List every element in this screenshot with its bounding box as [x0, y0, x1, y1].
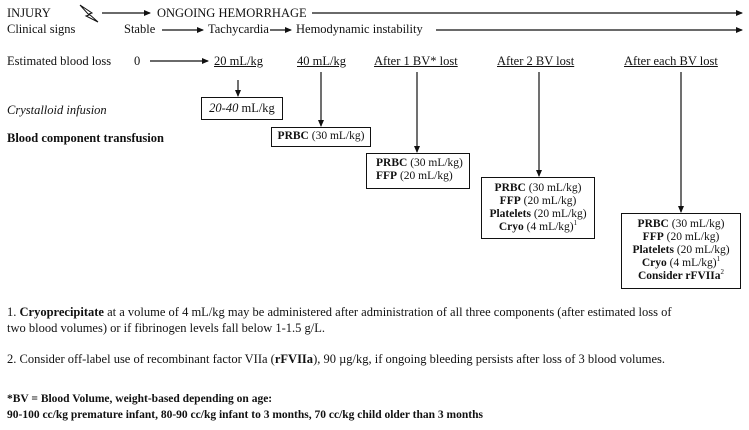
blood-loss-stage-40: 40 mL/kg: [297, 54, 346, 68]
transfusion-box-1bv: PRBC (30 mL/kg) FFP (20 mL/kg): [366, 153, 470, 189]
platelets-label: Platelets: [489, 208, 531, 220]
ffp-label: FFP: [642, 231, 664, 243]
estimated-blood-loss-label: Estimated blood loss: [7, 54, 112, 68]
injury-label: INJURY: [7, 6, 51, 20]
ffp-dose: (20 mL/kg): [666, 231, 720, 243]
footnote-2: 2. Consider off-label use of recombinant…: [7, 352, 747, 368]
footnote-2-prefix: 2. Consider off-label use of recombinant…: [7, 352, 275, 366]
ffp-label: FFP: [376, 170, 398, 182]
footnote-1-line1: at a volume of 4 mL/kg may be administer…: [103, 305, 672, 319]
prbc-dose: (30 mL/kg): [671, 218, 725, 230]
prbc-label: PRBC: [376, 157, 408, 169]
blood-component-transfusion-label: Blood component transfusion: [7, 131, 164, 145]
prbc-label: PRBC: [494, 182, 526, 194]
ffp-dose: (20 mL/kg): [523, 195, 577, 207]
footnote-1-number: 1.: [7, 305, 20, 319]
bv-definition-detail: 90-100 cc/kg premature infant, 80-90 cc/…: [7, 409, 483, 421]
transfusion-box-each-bv: PRBC (30 mL/kg) FFP (20 mL/kg) Platelets…: [621, 213, 741, 289]
footnote-1: 1. Cryoprecipitate at a volume of 4 mL/k…: [7, 305, 747, 336]
ongoing-hemorrhage-label: ONGOING HEMORRHAGE: [157, 6, 307, 20]
footnote-1-line2: two blood volumes) or if fibrinogen leve…: [7, 320, 325, 335]
hemodynamic-instability-label: Hemodynamic instability: [296, 22, 423, 36]
platelets-dose: (20 mL/kg): [676, 244, 730, 256]
blood-loss-stage-20: 20 mL/kg: [214, 54, 263, 68]
rfviia-footnote: 2: [720, 268, 725, 277]
cryo-dose: (4 mL/kg): [526, 221, 574, 233]
footnote-1-term: Cryoprecipitate: [19, 305, 104, 319]
ffp-label: FFP: [499, 195, 521, 207]
bv-definition-title: *BV = Blood Volume, weight-based dependi…: [7, 393, 273, 405]
stable-label: Stable: [124, 22, 156, 36]
blood-loss-stage-each-bv: After each BV lost: [624, 54, 718, 68]
clinical-signs-label: Clinical signs: [7, 22, 76, 36]
prbc-label: PRBC: [637, 218, 669, 230]
cryo-footnote: 1: [716, 255, 721, 264]
tachycardia-label: Tachycardia: [208, 22, 269, 36]
crystalloid-unit: mL/kg: [241, 101, 275, 115]
blood-loss-zero: 0: [134, 54, 141, 68]
prbc-dose: (30 mL/kg): [528, 182, 582, 194]
footnote-2-suffix: ), 90 µg/kg, if ongoing bleeding persist…: [313, 352, 666, 366]
platelets-label: Platelets: [632, 244, 674, 256]
cryo-label: Cryo: [498, 221, 524, 233]
ffp-dose: (20 mL/kg): [399, 170, 453, 182]
crystalloid-range: 20-40: [209, 101, 239, 115]
transfusion-box-40: PRBC (30 mL/kg): [271, 127, 371, 147]
footnote-2-term: rFVIIa: [274, 352, 314, 366]
transfusion-box-2bv: PRBC (30 mL/kg) FFP (20 mL/kg) Platelets…: [481, 177, 595, 239]
cryo-dose: (4 mL/kg): [669, 257, 717, 269]
consider-rfviia-label: Consider rFVIIa: [637, 270, 721, 282]
crystalloid-box: 20-40 mL/kg: [201, 97, 283, 120]
prbc-dose: (30 mL/kg): [311, 130, 365, 142]
blood-loss-stage-1bv: After 1 BV* lost: [374, 54, 458, 68]
prbc-label: PRBC: [277, 130, 309, 142]
prbc-dose: (30 mL/kg): [410, 157, 463, 169]
lightning-bolt-icon: [79, 4, 99, 23]
cryo-label: Cryo: [641, 257, 667, 269]
platelets-dose: (20 mL/kg): [533, 208, 587, 220]
blood-loss-stage-2bv: After 2 BV lost: [497, 54, 575, 68]
crystalloid-infusion-label: Crystalloid infusion: [7, 103, 107, 117]
cryo-footnote: 1: [573, 219, 578, 228]
